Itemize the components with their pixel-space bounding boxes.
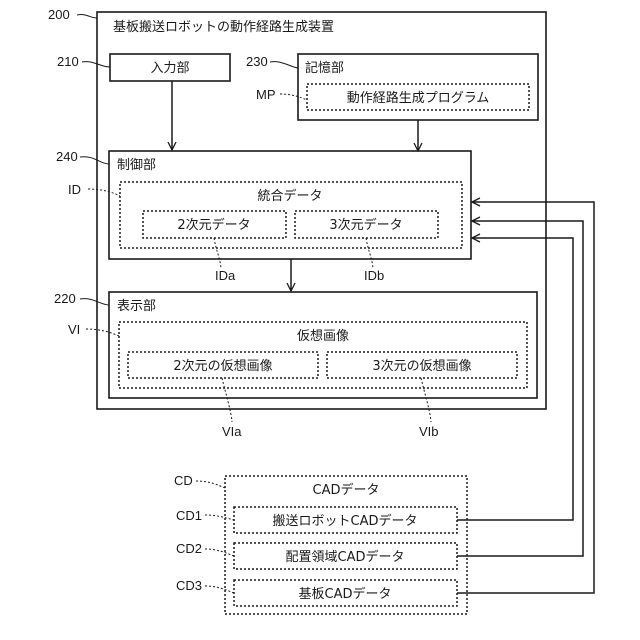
storage-unit: 記憶部 230 動作経路生成プログラム MP [246,54,538,120]
cad-robot-leader [205,515,234,520]
display-unit-ref: 220 [54,291,76,306]
cad-area-ref: CD2 [176,541,202,556]
device-ref: 200 [48,7,70,22]
cad-robot-ref: CD1 [176,508,202,523]
cad-robot-to-control-wire [457,238,573,520]
virtual-image-ref: VI [68,322,80,337]
cad-data: CADデータ CD 搬送ロボットCADデータ CD1 配置領域CADデータ CD… [174,473,467,614]
input-unit: 入力部 210 [57,54,230,81]
input-unit-ref: 210 [57,54,79,69]
data-3d-leader [366,238,373,268]
virtual-image-3d-leader [421,378,431,422]
cad-substrate-leader [205,586,234,593]
control-unit: 制御部 240 統合データ ID 2次元データ 3次元データ IDa IDb [56,149,471,283]
cad-substrate-ref: CD3 [176,578,202,593]
cad-data-leader [196,481,225,488]
cad-robot-label: 搬送ロボットCADデータ [273,513,418,529]
display-unit: 表示部 220 仮想画像 VI 2次元の仮想画像 3次元の仮想画像 VIa VI… [54,291,537,439]
data-2d-ref: IDa [215,268,236,283]
data-3d-ref: IDb [364,268,384,283]
virtual-image-leader [86,329,119,336]
cad-area-label: 配置領域CADデータ [286,549,405,565]
integrated-data-leader [88,189,120,196]
virtual-image-3d-label: 3次元の仮想画像 [372,358,471,374]
device-leader [77,15,97,18]
program-leader [280,94,307,100]
display-unit-leader [80,299,109,305]
cad-data-ref: CD [174,473,193,488]
virtual-image-3d-ref: VIb [419,424,439,439]
virtual-image-2d-ref: VIa [222,424,242,439]
program-label: 動作経路生成プログラム [347,90,490,106]
data-3d-label: 3次元データ [329,217,402,233]
input-unit-label: 入力部 [150,61,189,76]
cad-area-leader [205,549,234,556]
control-unit-box [109,151,471,259]
data-2d-leader [214,238,221,268]
control-unit-ref: 240 [56,149,78,164]
device-title: 基板搬送ロボットの動作経路生成装置 [113,19,334,35]
cad-substrate-label: 基板CADデータ [299,586,392,602]
program-ref: MP [256,87,276,102]
cad-data-label: CADデータ [313,482,380,498]
integrated-data-ref: ID [68,182,81,197]
data-2d-label: 2次元データ [177,217,250,233]
virtual-image-2d-leader [222,378,232,422]
input-unit-leader [82,62,110,67]
integrated-data-label: 統合データ [257,188,322,204]
virtual-image-2d-label: 2次元の仮想画像 [173,358,272,374]
control-unit-label: 制御部 [117,158,156,173]
display-unit-box [109,292,537,398]
storage-unit-leader [270,62,298,68]
control-unit-leader [80,157,109,164]
storage-unit-label: 記憶部 [305,60,344,76]
display-unit-label: 表示部 [117,299,156,314]
virtual-image-label: 仮想画像 [297,328,349,344]
storage-unit-ref: 230 [246,54,268,69]
